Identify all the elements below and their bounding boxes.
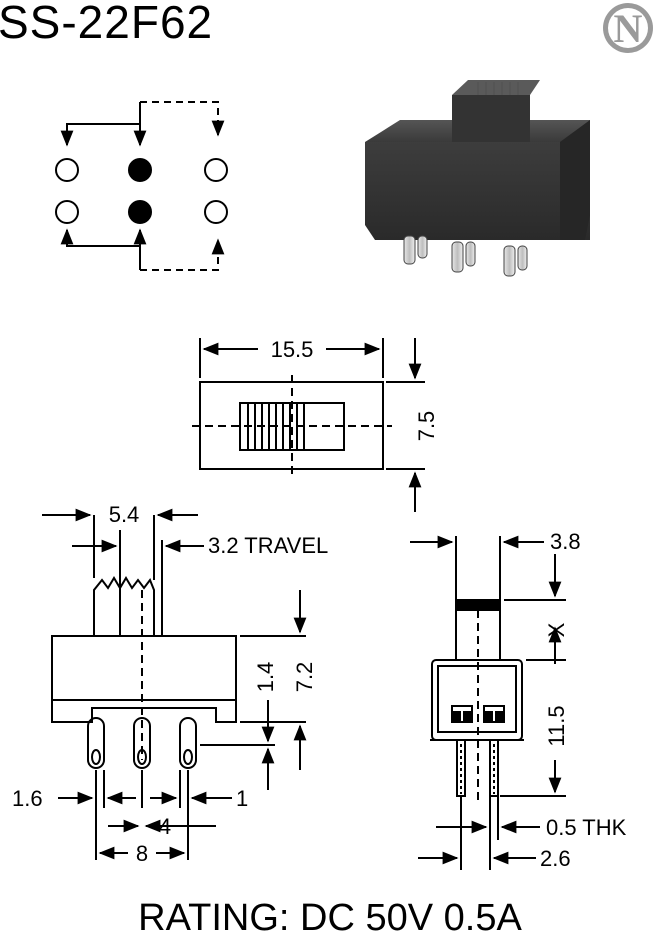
- manufacturer-logo: N: [603, 3, 653, 53]
- rating-text: RATING: DC 50V 0.5A: [138, 897, 522, 938]
- terminal-open: [55, 200, 79, 224]
- dim-body-height: 7.2: [292, 662, 317, 693]
- terminal-open: [204, 158, 228, 182]
- product-photo: [365, 80, 590, 277]
- dim-side-spacing: 2.6: [540, 846, 571, 871]
- logo-letter: N: [614, 6, 643, 51]
- side-view: [410, 535, 566, 870]
- dim-pin-span: 8: [136, 841, 148, 866]
- dim-top-width: 15.5: [271, 337, 314, 362]
- circuit-schematic: [55, 101, 228, 271]
- dim-pin-width: 1: [236, 786, 248, 811]
- dim-actuator-width: 5.4: [109, 502, 140, 527]
- dim-side-thickness: 0.5 THK: [546, 815, 627, 840]
- dim-top-height: 7.5: [414, 411, 439, 442]
- terminal-common: [128, 200, 152, 224]
- dim-pin-diameter: 1.6: [12, 786, 43, 811]
- top-view: [192, 338, 425, 512]
- dim-pin-pitch: 4: [159, 814, 171, 839]
- dim-side-actuator-width: 3.8: [550, 529, 581, 554]
- dim-travel: 3.2 TRAVEL: [208, 533, 328, 558]
- dim-inner-height: 1.4: [253, 662, 278, 693]
- dim-side-x: X: [544, 622, 569, 637]
- dim-side-pin-length: 11.5: [544, 705, 569, 746]
- part-number-title: SS-22F62: [0, 0, 213, 48]
- front-view: [42, 508, 307, 860]
- terminal-open: [204, 200, 228, 224]
- terminal-common: [128, 158, 152, 182]
- terminal-open: [55, 158, 79, 182]
